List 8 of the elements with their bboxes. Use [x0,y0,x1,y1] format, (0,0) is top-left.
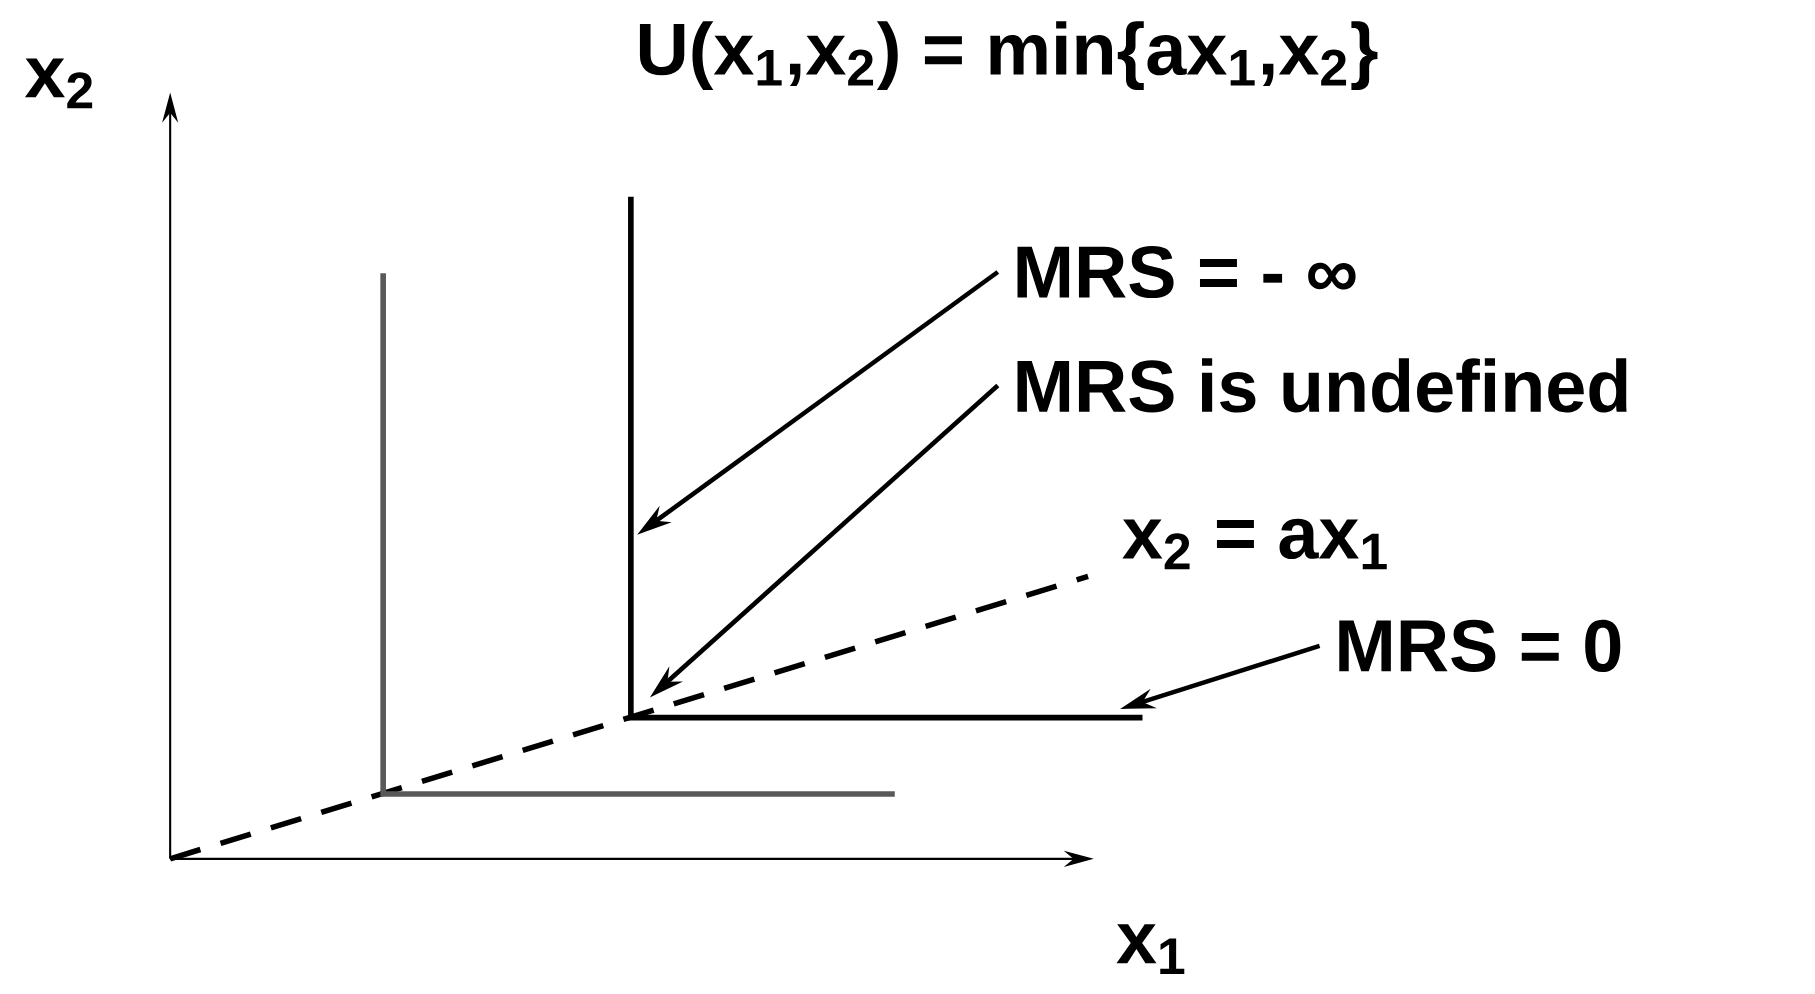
annotation-text: MRS = - ∞ [1017,245,1356,298]
axis-label: x$_{1}$ [1116,924,1185,974]
axis-label: x$_{2}$ [24,58,93,109]
line-label: x$_{2}$ = ax$_{1}$ [1122,518,1387,570]
annotation-text: MRS = 0 [1339,619,1621,672]
indifference-curve [380,273,895,797]
title: U(x$_{1}$,x$_{2}$) = min{ax$_{1}$,x$_{2}$} [639,21,1378,90]
annotation-text: MRS is undefined [1017,358,1627,413]
